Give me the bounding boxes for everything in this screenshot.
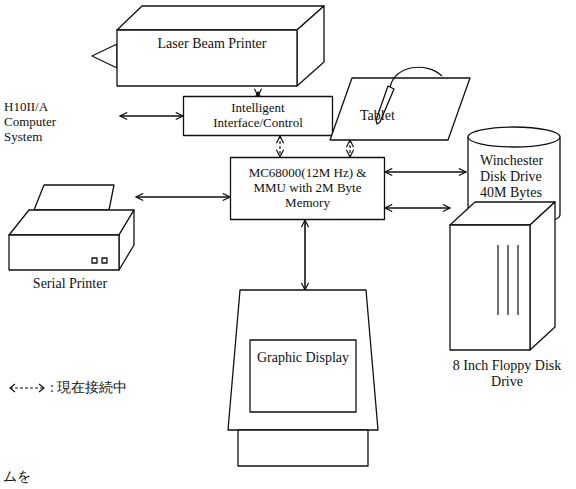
- tablet: Tablet: [330, 78, 470, 140]
- text-holder: Intelligent Interface/Control: [183, 96, 333, 136]
- laser-printer: Laser Beam Printer: [92, 4, 332, 92]
- text-holder: MC68000(12M Hz) & MMU with 2M Byte Memor…: [230, 157, 385, 220]
- node-text: H10II/A Computer System: [4, 100, 74, 145]
- node-text: Winchester Disk Drive 40M Bytes: [480, 153, 558, 201]
- node-text: Tablet: [360, 108, 420, 124]
- display-monitor: Graphic Display: [228, 290, 378, 470]
- connector-arrow: [304, 220, 306, 290]
- note-text: ムを: [3, 468, 31, 486]
- floppy-drive: 8 Inch Floppy Disk Drive: [450, 200, 564, 400]
- text-holder: 8 Inch Floppy Disk Drive: [450, 358, 564, 390]
- dashed-connector: [279, 136, 280, 157]
- host-computer: H10II/A Computer System: [2, 100, 120, 146]
- legend-text: : 現在接続中: [50, 379, 127, 397]
- node-text: Serial Printer: [4, 276, 136, 292]
- display-monitor-outline: [228, 290, 378, 470]
- tablet-outline: [330, 78, 470, 140]
- serial-printer: Serial Printer: [4, 180, 136, 295]
- node-text: Graphic Display: [254, 350, 352, 366]
- connector-arrow: [385, 207, 450, 209]
- node-text: MC68000(12M Hz) & MMU with 2M Byte Memor…: [237, 166, 378, 211]
- process-box: Intelligent Interface/Control: [183, 96, 333, 136]
- node-text: Intelligent Interface/Control: [190, 101, 326, 131]
- text-holder: Winchester Disk Drive 40M Bytes: [480, 153, 558, 201]
- connector-arrow: [257, 92, 259, 96]
- text-holder: Serial Printer: [4, 276, 136, 292]
- connector-arrow: [136, 196, 230, 198]
- text-holder: Laser Beam Printer: [147, 36, 277, 52]
- text-holder: Graphic Display: [254, 350, 352, 366]
- connector-arrow: [120, 115, 183, 117]
- node-text: Laser Beam Printer: [147, 36, 277, 52]
- text-holder: Tablet: [360, 108, 420, 124]
- node-text: 8 Inch Floppy Disk Drive: [450, 358, 564, 390]
- dashed-connector: [349, 140, 350, 157]
- process-box: MC68000(12M Hz) & MMU with 2M Byte Memor…: [230, 157, 385, 220]
- connector-arrow: [385, 171, 466, 173]
- text-holder: H10II/A Computer System: [4, 100, 74, 145]
- legend-sample: [10, 384, 44, 392]
